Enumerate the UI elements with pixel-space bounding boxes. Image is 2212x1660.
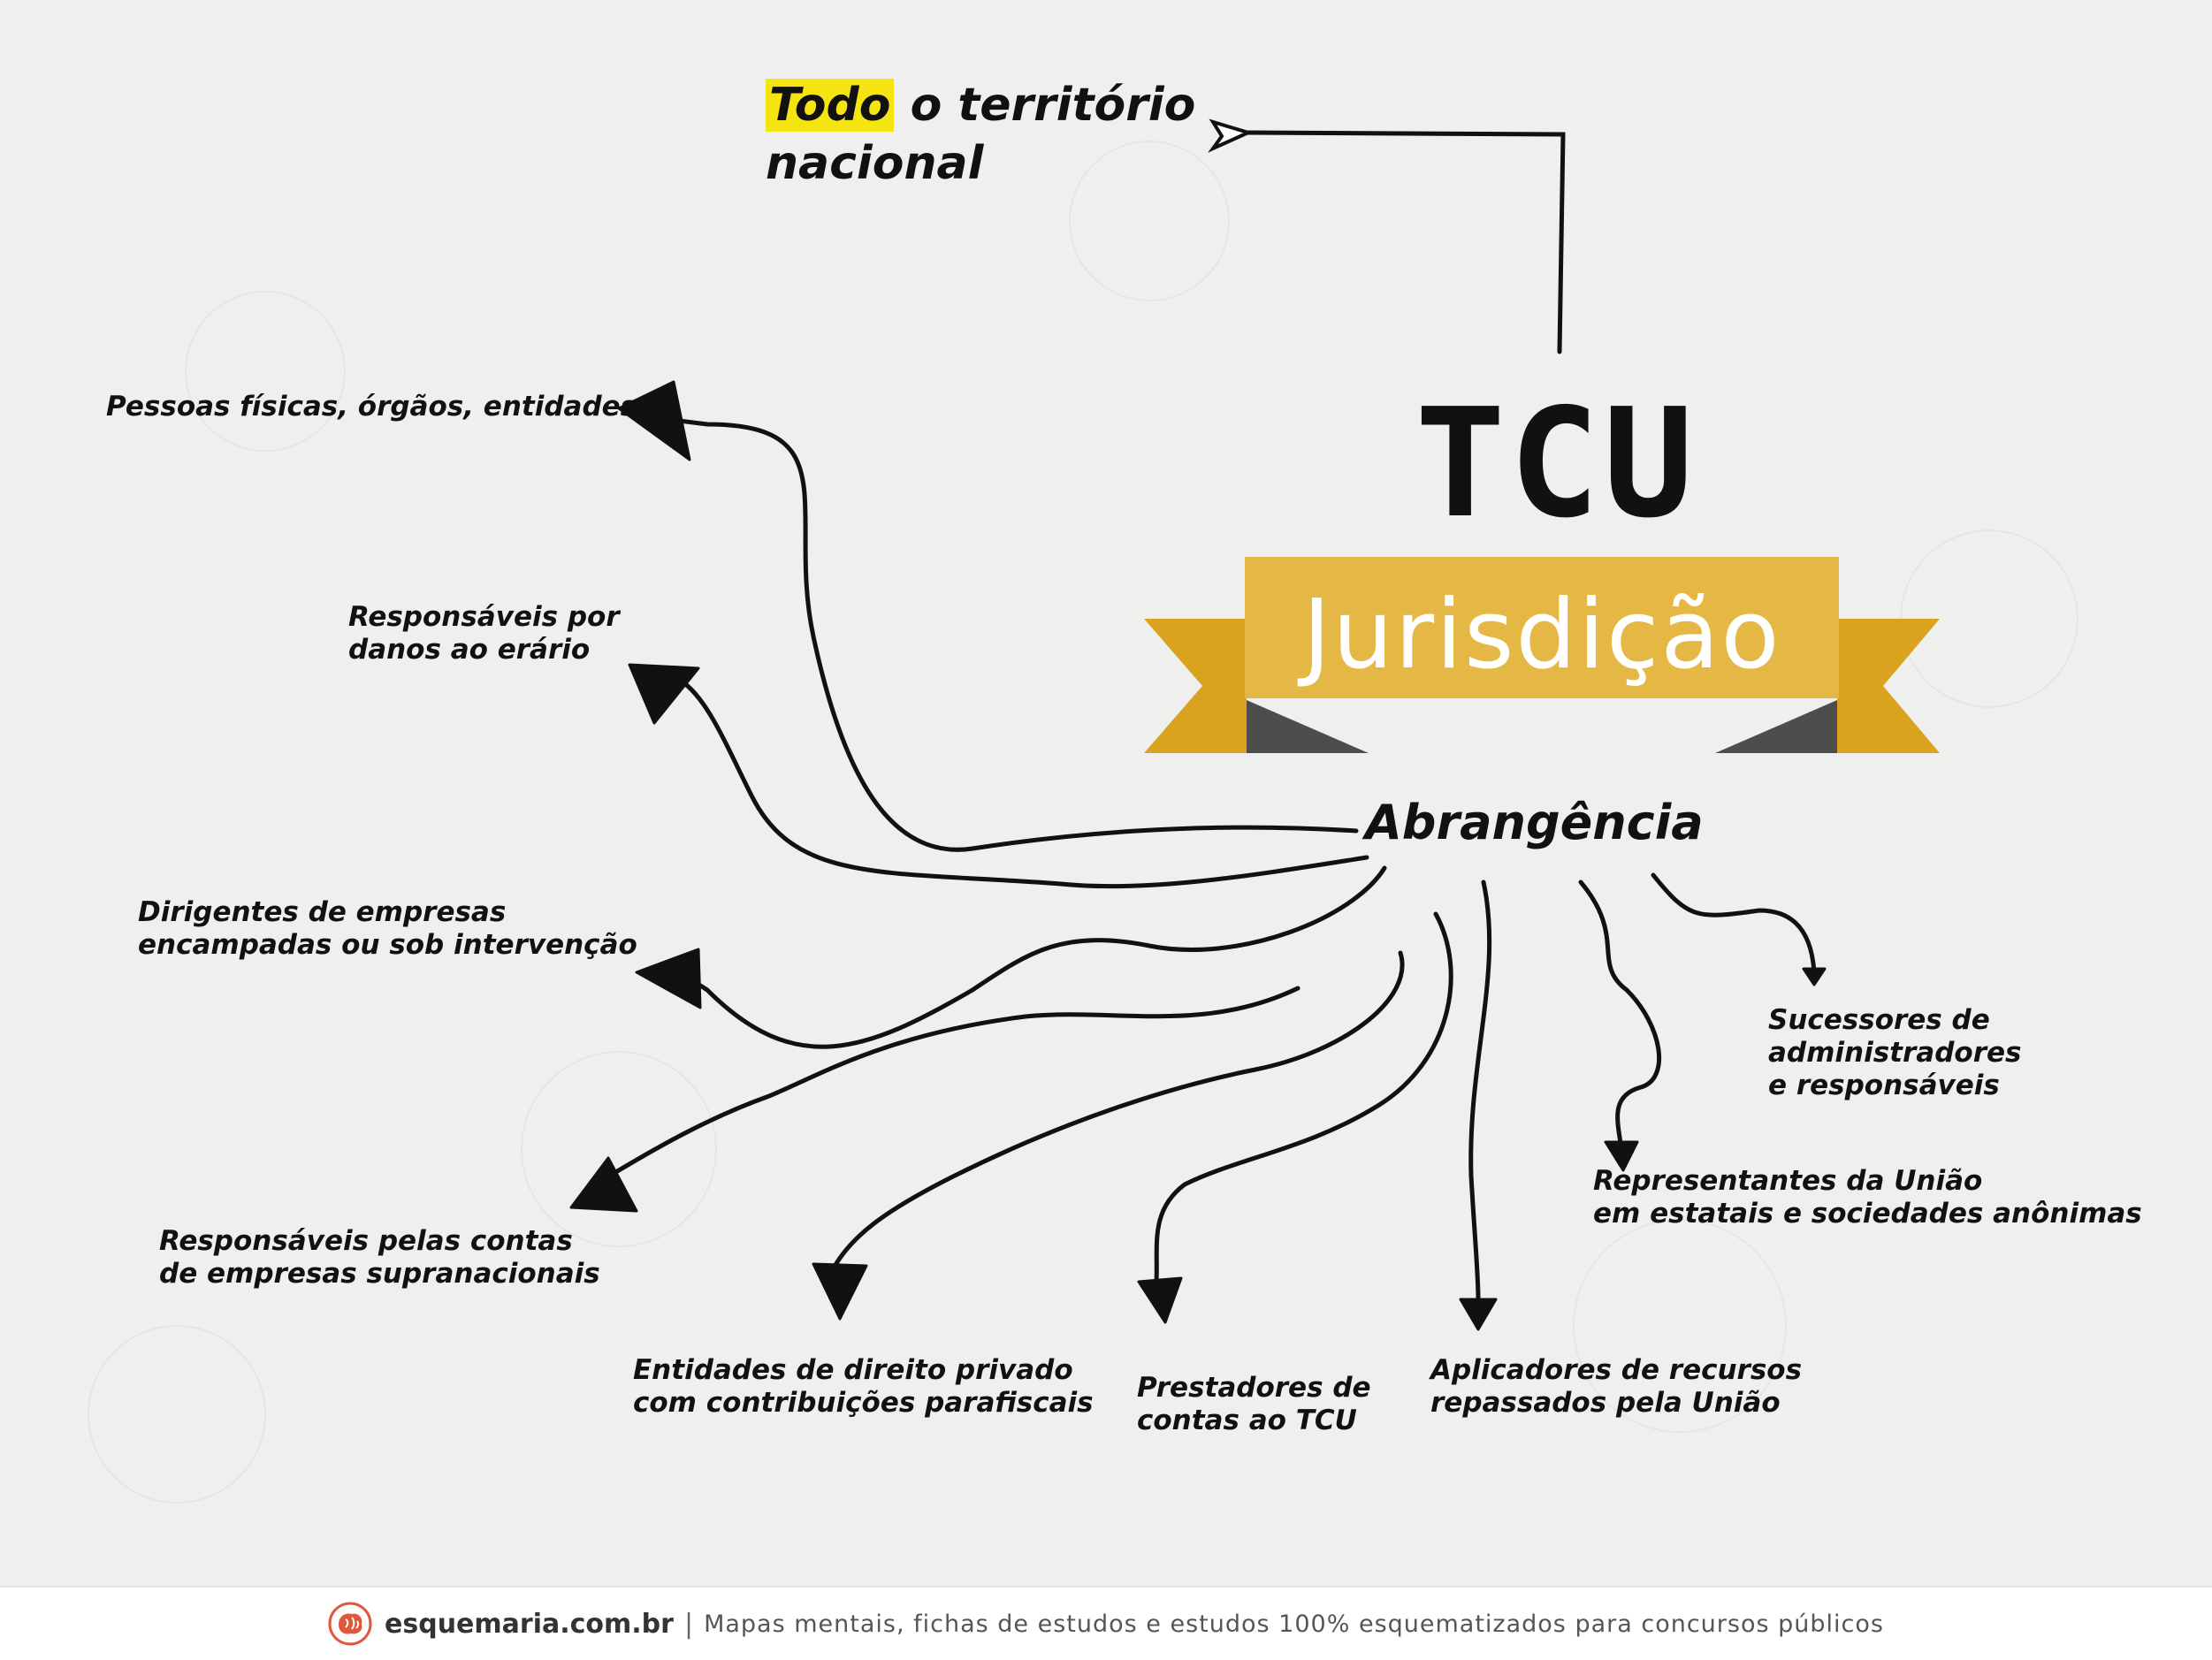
node-dirigentes: Dirigentes de empresas encampadas ou sob…	[138, 896, 637, 961]
footer-tagline: Mapas mentais, fichas de estudos e estud…	[704, 1610, 1884, 1638]
arrow-line-privado	[828, 950, 1405, 1275]
banner-left-tail	[1144, 619, 1247, 753]
arrow-line-prestadores	[1154, 911, 1453, 1284]
banner-right-fold	[1715, 700, 1837, 753]
arrowhead-danos	[628, 663, 700, 725]
node-representantes: Representantes da União em estatais e so…	[1593, 1165, 2142, 1230]
arrowhead-pessoas	[617, 380, 691, 461]
arrowhead-aplicadores	[1459, 1298, 1498, 1331]
footer: esquemaria.com.br | Mapas mentais, ficha…	[0, 1586, 2212, 1660]
hub-arrows	[607, 417, 1817, 1302]
arrow-line-supranacionais	[607, 986, 1301, 1178]
arrowhead-privado	[812, 1262, 868, 1321]
territory-label: Todo o território nacional	[766, 76, 1195, 193]
connector-top	[1208, 118, 1566, 354]
banner-right-tail	[1837, 619, 1940, 753]
node-aplicadores: Aplicadores de recursos repassados pela …	[1430, 1354, 1803, 1419]
arrow-line-sucessores	[1651, 872, 1817, 975]
territory-highlight: Todo	[766, 79, 895, 132]
jurisdicao-banner	[1144, 557, 1940, 753]
footer-site-link[interactable]: esquemaria.com.br	[385, 1608, 674, 1640]
banner-front	[1245, 557, 1839, 698]
arrow-line-danos	[678, 678, 1369, 889]
arrowhead-sucessores	[1802, 967, 1827, 986]
arrow-line-dirigentes	[660, 865, 1387, 1049]
node-prestadores: Prestadores de contas ao TCU	[1137, 1372, 1371, 1436]
arrowhead-prestadores	[1137, 1276, 1183, 1324]
arrow-line-pessoas	[669, 417, 1359, 852]
banner-left-fold	[1247, 700, 1369, 753]
node-privado: Entidades de direito privado com contrib…	[633, 1354, 1094, 1419]
tcu-title: TCU	[1415, 377, 1697, 552]
arrowhead-representantes	[1604, 1140, 1639, 1172]
arrow-line-representantes	[1578, 879, 1662, 1152]
arrowhead-dirigentes	[635, 948, 702, 1009]
arrowhead-supranacionais	[569, 1156, 638, 1213]
territory-line2: nacional	[766, 137, 984, 190]
arrow-line-aplicadores	[1468, 879, 1492, 1302]
paper-texture	[88, 141, 2079, 1504]
brain-icon	[328, 1602, 372, 1646]
node-supranacionais: Responsáveis pelas contas de empresas su…	[159, 1225, 600, 1290]
node-pessoas: Pessoas físicas, órgãos, entidades	[106, 391, 637, 423]
node-sucessores: Sucessores de administradores e responsá…	[1768, 1004, 2022, 1101]
banner-label: Jurisdição	[1302, 580, 1781, 690]
hub-arrowheads	[569, 380, 1827, 1331]
footer-separator: |	[683, 1608, 694, 1640]
node-danos: Responsáveis por danos ao erário	[348, 601, 620, 666]
hub-label: Abrangência	[1365, 795, 1704, 850]
territory-rest: o território	[910, 79, 1196, 132]
